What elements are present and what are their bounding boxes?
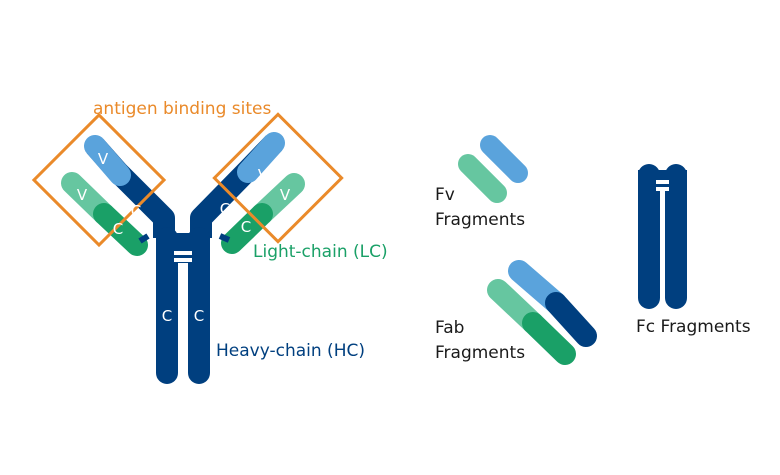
domain-label-c: C: [241, 218, 251, 236]
fab-light-constant: [522, 312, 576, 365]
fab-fragment: [487, 260, 597, 365]
antigen-binding-sites-label: antigen binding sites: [93, 99, 271, 119]
domain-label-v: V: [258, 166, 269, 184]
lc-hc-bond-left: [138, 233, 150, 244]
domain-label-v: V: [280, 186, 291, 204]
fv-label-line1: Fv: [435, 185, 455, 205]
heavy-chain-right-variable: [237, 132, 285, 183]
heavy-chain-right: [188, 132, 285, 384]
fv-light-variable: [458, 154, 507, 203]
antibody: V V C C V V C C C C: [31, 112, 344, 384]
fc-fragment: [638, 164, 687, 309]
antigen-binding-site-right: [212, 112, 344, 244]
fc-disulfide-bond: [656, 180, 669, 184]
hinge-region: [176, 233, 190, 263]
fc-top: [638, 170, 687, 180]
light-chain-left-constant: [93, 203, 148, 256]
light-chain-label: Light-chain (LC): [253, 242, 388, 262]
domain-label-v: V: [77, 186, 88, 204]
heavy-chain-label: Heavy-chain (HC): [216, 341, 365, 361]
fab-heavy-constant: [545, 292, 597, 347]
fc-disulfide-bond: [656, 187, 669, 191]
antigen-binding-site-left: [31, 112, 167, 248]
disulfide-bond: [174, 258, 192, 262]
domain-label-c: C: [162, 307, 172, 325]
heavy-chain-left: [84, 135, 178, 384]
domain-label-c: C: [220, 200, 230, 218]
light-chain-left: [61, 172, 148, 256]
domain-label-c: C: [131, 202, 141, 220]
lc-hc-bond-right: [218, 233, 231, 243]
fab-label-line2: Fragments: [435, 343, 525, 363]
fv-label-line2: Fragments: [435, 210, 525, 230]
domain-label-v: V: [98, 150, 109, 168]
heavy-chain-left-variable: [84, 135, 131, 186]
domain-label-c: C: [113, 220, 123, 238]
fab-label-line1: Fab: [435, 318, 464, 338]
fv-fragment: [458, 135, 528, 203]
fv-heavy-variable: [480, 135, 528, 183]
disulfide-bond: [174, 251, 192, 255]
fc-gap: [660, 195, 665, 303]
fc-label: Fc Fragments: [636, 317, 751, 337]
domain-label-c: C: [194, 307, 204, 325]
